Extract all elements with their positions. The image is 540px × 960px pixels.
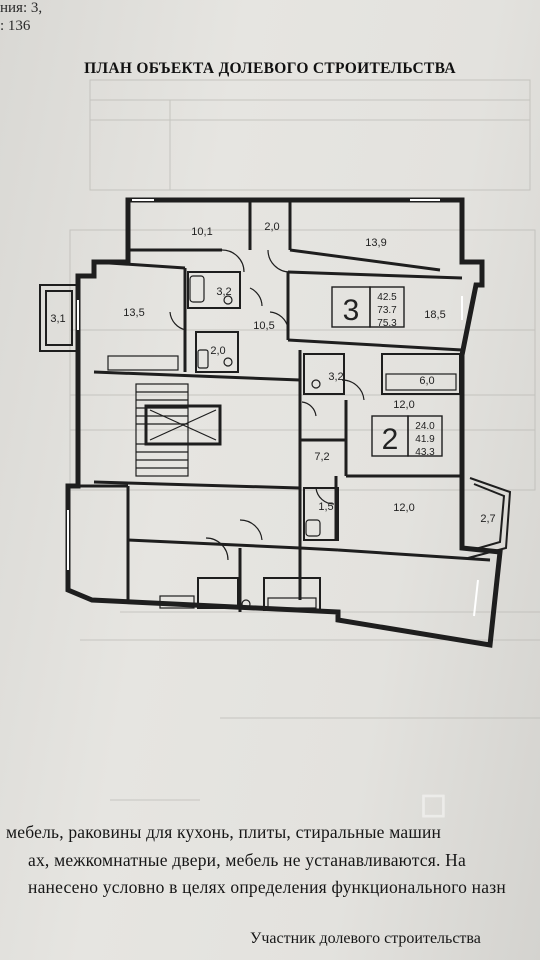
room-area-label: 2,0	[264, 221, 279, 233]
header-number: : 136	[0, 18, 31, 34]
body-text-line: мебель, раковины для кухонь, плиты, стир…	[6, 822, 442, 842]
room-area-label: 3,1	[50, 313, 65, 325]
room-area-label: 3,2	[328, 371, 343, 383]
apartment-3-full-area: 75.3	[377, 318, 397, 329]
room-area-label: 6,0	[419, 375, 434, 387]
apartment-3-number: 3	[343, 294, 360, 327]
header-floor: ния: 3,	[0, 0, 43, 16]
room-area-label: 2,7	[480, 513, 495, 525]
apartment-2-total-area: 41.9	[415, 434, 435, 445]
apartment-3-living-area: 42.5	[377, 292, 397, 303]
room-area-label: 13,5	[123, 307, 144, 319]
apartment-2-living-area: 24.0	[415, 421, 435, 432]
room-area-label: 10,1	[191, 226, 212, 238]
room-area-label: 12,0	[393, 399, 414, 411]
apartment-3-total-area: 73.7	[377, 305, 397, 316]
room-area-label: 7,2	[314, 451, 329, 463]
document-title: ПЛАН ОБЪЕКТА ДОЛЕВОГО СТРОИТЕЛЬСТВА	[84, 60, 456, 77]
apartment-2-number: 2	[382, 423, 399, 456]
body-text-line: нанесено условно в целях определения фун…	[28, 877, 506, 897]
watermark-logo: ☐	[420, 791, 447, 824]
body-text-line: ах, межкомнатные двери, мебель не устана…	[28, 850, 466, 870]
room-area-label: 2,0	[210, 345, 225, 357]
room-area-label: 1,5	[318, 501, 333, 513]
signature-caption: Участник долевого строительства	[250, 930, 481, 947]
room-area-label: 18,5	[424, 309, 445, 321]
room-area-label: 12,0	[393, 502, 414, 514]
apartment-2-full-area: 43.3	[415, 447, 435, 458]
room-area-label: 10,5	[253, 320, 274, 332]
room-area-label: 3,2	[216, 286, 231, 298]
room-area-label: 13,9	[365, 237, 386, 249]
